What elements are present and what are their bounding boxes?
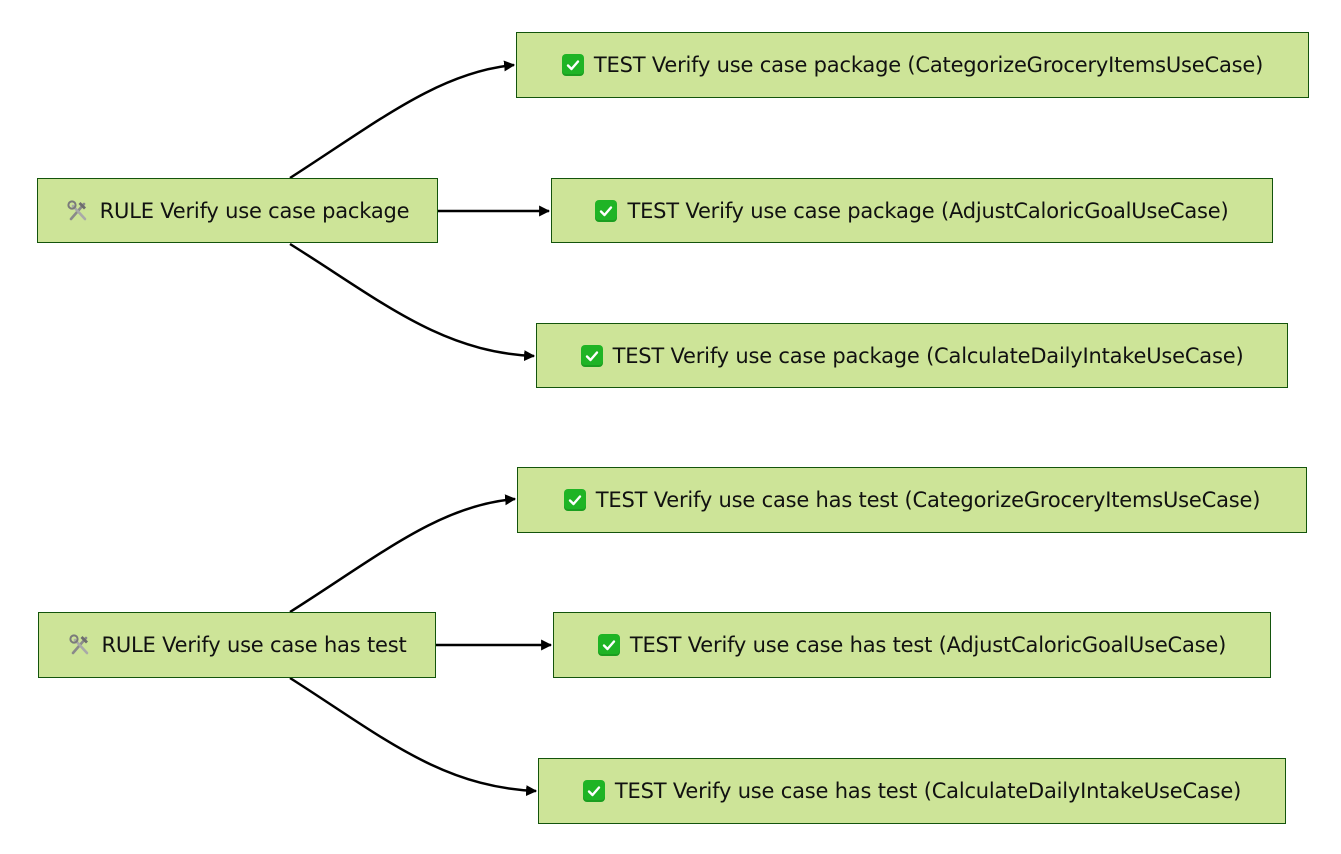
rule-label: RULE Verify use case package — [99, 198, 410, 223]
edge-rule-package-to-test-calculate — [289, 242, 536, 362]
check-mark-icon — [582, 780, 605, 802]
check-mark-icon — [595, 199, 618, 222]
rule-label: RULE Verify use case has test — [101, 633, 407, 657]
test-label: TEST Verify use case has test (Categoriz… — [595, 488, 1261, 512]
test-node-has-test-calculate[interactable]: TEST Verify use case has test (Calculate… — [538, 758, 1286, 824]
test-label: TEST Verify use case package (CalculateD… — [612, 343, 1244, 368]
edge-rule-package-to-test-categorize — [289, 60, 516, 180]
test-node-has-test-adjust[interactable]: TEST Verify use case has test (AdjustCal… — [553, 612, 1271, 678]
check-mark-icon — [563, 489, 586, 511]
check-mark-icon — [561, 54, 584, 76]
test-node-package-categorize[interactable]: TEST Verify use case package (Categorize… — [516, 32, 1309, 98]
test-node-package-adjust[interactable]: TEST Verify use case package (AdjustCalo… — [551, 178, 1273, 243]
rule-node-package[interactable]: RULE Verify use case package — [37, 178, 438, 243]
rule-node-has-test[interactable]: RULE Verify use case has test — [38, 612, 436, 678]
test-node-package-calculate[interactable]: TEST Verify use case package (CalculateD… — [536, 323, 1288, 388]
edge-rule-has-test-to-test-categorize — [289, 494, 517, 614]
check-mark-icon — [597, 634, 620, 656]
check-mark-icon — [580, 344, 603, 367]
test-label: TEST Verify use case package (AdjustCalo… — [627, 198, 1229, 223]
test-node-has-test-categorize[interactable]: TEST Verify use case has test (Categoriz… — [517, 467, 1307, 533]
test-label: TEST Verify use case has test (Calculate… — [614, 779, 1242, 803]
test-label: TEST Verify use case package (Categorize… — [593, 53, 1264, 77]
hammer-and-wrench-icon — [66, 199, 90, 223]
edge-rule-has-test-to-test-calculate — [289, 676, 538, 797]
hammer-and-wrench-icon — [68, 633, 92, 657]
test-label: TEST Verify use case has test (AdjustCal… — [629, 633, 1227, 657]
